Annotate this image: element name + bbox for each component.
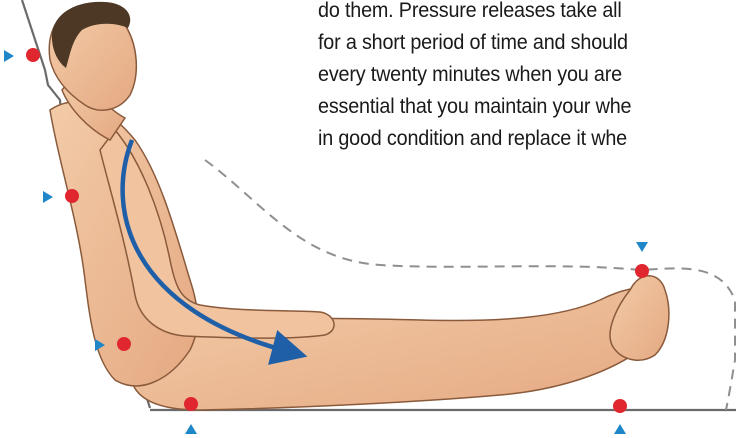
marker-right-icon <box>43 191 53 203</box>
pressure-point-head <box>26 48 40 62</box>
marker-up-icon <box>614 424 626 434</box>
foot <box>610 276 669 360</box>
person-figure <box>49 2 669 410</box>
marker-up-icon <box>185 424 197 434</box>
pressure-point-elbow <box>117 337 131 351</box>
pressure-point-heel <box>613 399 627 413</box>
pressure-point-toes <box>635 264 649 278</box>
marker-right-icon <box>4 50 14 62</box>
pressure-point-sacrum <box>184 397 198 411</box>
pressure-point-shoulder <box>65 189 79 203</box>
marker-down-icon <box>636 242 648 252</box>
